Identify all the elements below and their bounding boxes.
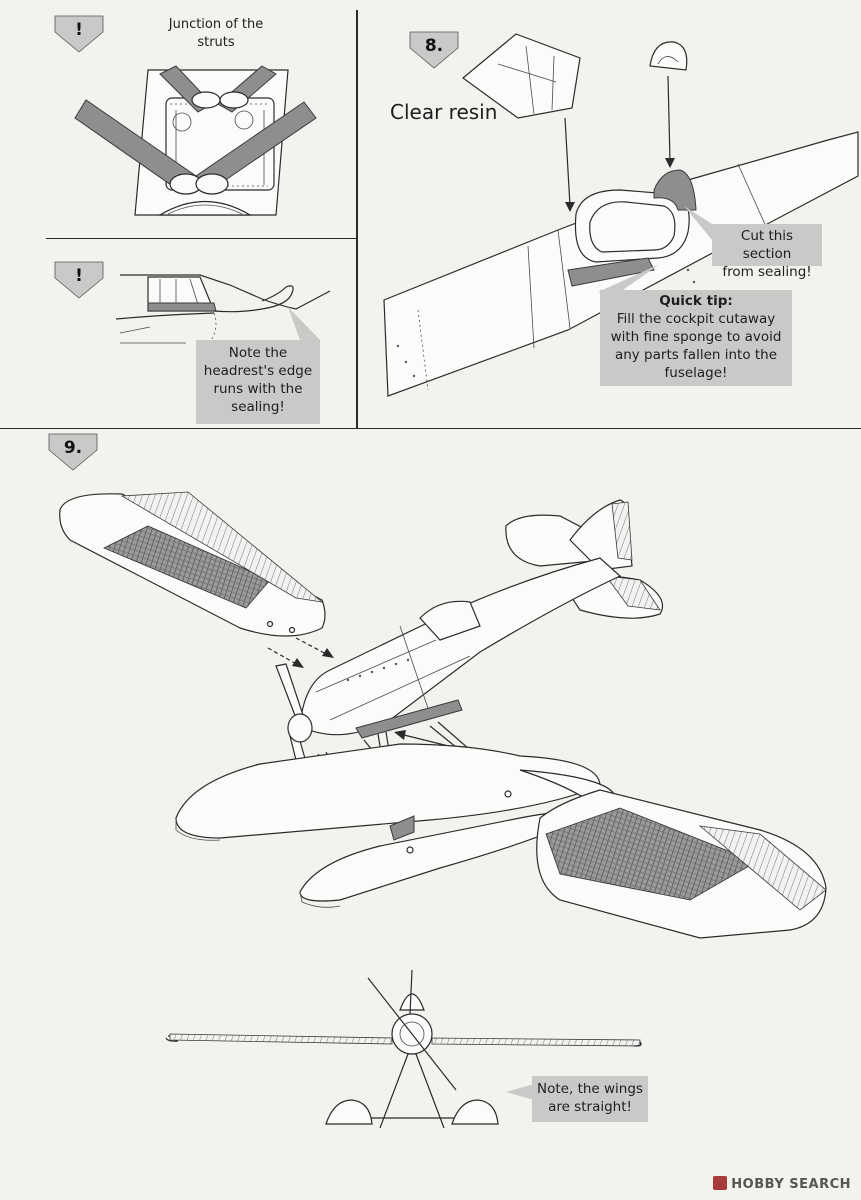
struts-junction-drawing [74, 65, 317, 216]
panel-warning-struts: ! Junction of the struts [0, 0, 356, 238]
horizontal-divider-main [0, 428, 861, 430]
quick-tip-callout: Quick tip: Fill the cockpit cutaway with… [600, 290, 792, 386]
panel-step-9: 9. Note, the wings are straight! [0, 430, 861, 1200]
step-8-badge: 8. [408, 30, 460, 70]
vertical-divider-top [356, 10, 358, 428]
headrest-callout-pointer [288, 307, 320, 340]
step-9-badge-label: 9. [63, 438, 83, 458]
warning-badge-label: ! [75, 20, 83, 40]
step-9-drawing [59, 491, 827, 1129]
panel-step-8: 8. Clear resin Cut this section from sea… [358, 0, 861, 428]
warning-badge-2: ! [53, 260, 105, 300]
clear-resin-label: Clear resin [390, 100, 498, 124]
headrest-note-callout: Note the headrest's edge runs with the s… [196, 340, 320, 424]
warning-badge-2-label: ! [75, 266, 83, 286]
cut-section-callout: Cut this section from sealing! [712, 224, 822, 280]
hobby-search-watermark: HOBBY SEARCH [713, 1176, 851, 1192]
step-8-drawing [383, 33, 859, 397]
quick-tip-title: Quick tip: [659, 293, 733, 309]
step-9-badge: 9. [47, 432, 99, 472]
panel-warning-headrest: ! Note the headrest's edge runs with the… [0, 239, 356, 428]
struts-caption: Junction of the struts [168, 17, 264, 50]
step-8-badge-label: 8. [424, 36, 444, 56]
horizontal-divider-left [46, 238, 356, 240]
warning-badge: ! [53, 14, 105, 54]
headrest-drawing [115, 274, 331, 346]
straight-wings-callout: Note, the wings are straight! [532, 1076, 648, 1122]
hobby-search-logo-icon [713, 1176, 728, 1190]
